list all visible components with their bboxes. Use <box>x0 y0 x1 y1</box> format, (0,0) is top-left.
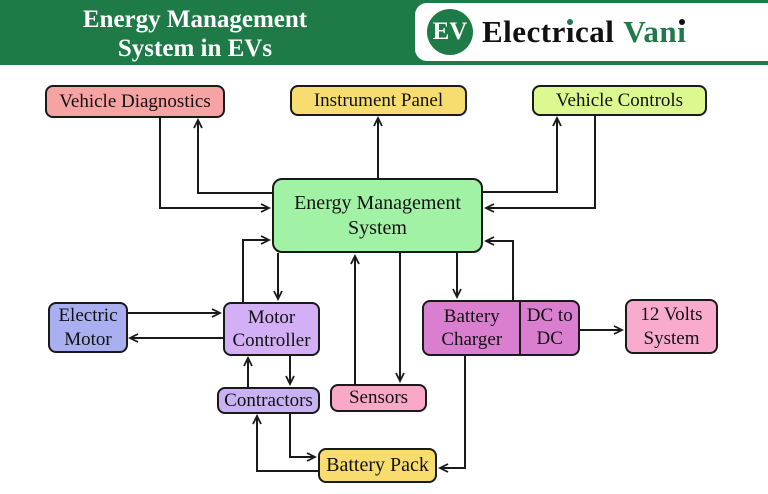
node-motor-controller-label: Motor Controller <box>232 306 311 351</box>
node-battery-charger-label: Battery Charger <box>441 305 503 350</box>
connector-motor-controller-to-ems <box>242 240 269 302</box>
brand-word1-post: cal <box>575 14 615 49</box>
node-electric-motor: Electric Motor <box>48 302 128 353</box>
node-battery-charger: Battery Charger <box>424 302 519 354</box>
node-contractors-label: Contractors <box>224 389 313 411</box>
node-sensors-label: Sensors <box>348 387 409 409</box>
node-sensors: Sensors <box>330 384 427 412</box>
node-battery-pack: Battery Pack <box>318 448 437 483</box>
brand-word-electrical: Electrıcal <box>482 14 614 49</box>
ev-badge-icon: EV <box>427 9 473 55</box>
brand-word2-pre: Van <box>623 14 678 49</box>
header-banner: Energy Management System in EVs EV Elect… <box>0 0 768 65</box>
brand-word1-pre: Electr <box>482 14 566 49</box>
node-12-volts-system-label: 12 Volts System <box>640 304 703 349</box>
node-energy-management-system: Energy Management System <box>272 178 483 253</box>
node-instrument-panel-label: Instrument Panel <box>313 89 444 111</box>
node-motor-controller: Motor Controller <box>223 302 320 356</box>
node-electric-motor-label: Electric Motor <box>58 305 118 350</box>
brand-word1-green-dot-i: ı <box>565 14 576 49</box>
node-12-volts-system: 12 Volts System <box>625 299 718 354</box>
node-dc-to-dc: DC to DC <box>519 302 578 354</box>
page-title: Energy Management System in EVs <box>30 5 360 63</box>
node-instrument-panel: Instrument Panel <box>290 85 467 116</box>
connector-battery-charger-to-battery-pack <box>440 355 466 468</box>
page-title-line2: System in EVs <box>117 35 273 62</box>
brand-word2-black-dot-i: ı <box>677 14 687 49</box>
brand-word-vani: Vanı <box>623 14 686 49</box>
node-vehicle-diagnostics-label: Vehicle Diagnostics <box>59 90 211 112</box>
connector-contractors-to-battery-pack <box>289 413 315 457</box>
node-dc-to-dc-label: DC to DC <box>526 305 573 349</box>
node-vehicle-controls-label: Vehicle Controls <box>555 89 684 111</box>
connector-vehicle-diagnostics-to-ems <box>159 117 269 208</box>
connector-ems-to-vehicle-diagnostics <box>198 120 272 194</box>
node-vehicle-controls: Vehicle Controls <box>532 85 707 116</box>
connector-battery-charger-to-ems <box>486 241 514 300</box>
page-title-line1: Energy Management <box>82 6 308 33</box>
node-vehicle-diagnostics: Vehicle Diagnostics <box>45 85 225 118</box>
connector-vehicle-controls-to-ems <box>486 115 596 208</box>
connector-ems-to-vehicle-controls <box>483 118 557 193</box>
node-battery-pack-label: Battery Pack <box>326 454 429 477</box>
node-contractors: Contractors <box>217 387 320 414</box>
node-battery-charger-dcdc-group: Battery Charger DC to DC <box>422 300 580 356</box>
node-energy-management-system-label: Energy Management System <box>294 192 461 239</box>
connector-battery-pack-to-contractors <box>257 416 318 472</box>
